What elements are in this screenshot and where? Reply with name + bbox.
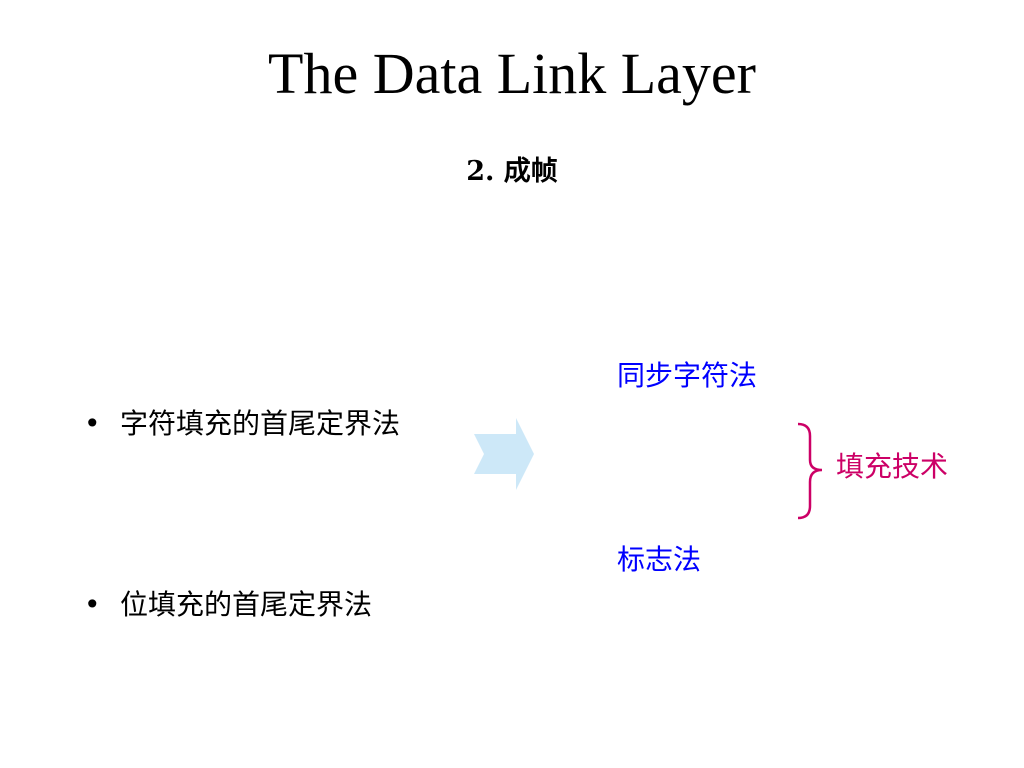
bullet-text: 字符填充的首尾定界法 [120,407,401,440]
stuffing-technique-label: 填充技术 [836,450,949,483]
bullet-marker: • [84,588,101,621]
right-arrow-icon [472,418,536,494]
bullet-text: 位填充的首尾定界法 [120,588,373,621]
bullet-item-bit-stuffing: • 位填充的首尾定界法 [84,585,372,625]
bullet-item-character-stuffing: • 字符填充的首尾定界法 [84,404,400,444]
slide-title: The Data Link Layer [268,41,756,106]
bullet-marker: • [84,407,101,440]
method-sync-char: 同步字符法 [617,359,758,392]
right-curly-brace-icon [794,422,834,526]
method-flag: 标志法 [617,543,702,576]
slide-subtitle: 2. 成帧 [466,156,558,187]
